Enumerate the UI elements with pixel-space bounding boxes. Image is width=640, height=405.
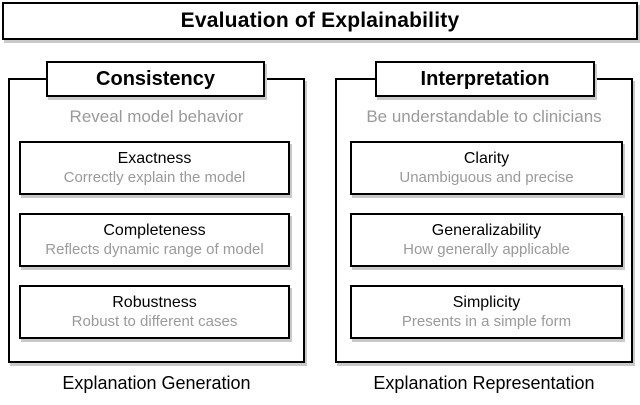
criterion-description: Reflects dynamic range of model	[45, 240, 264, 258]
criterion-box-clarity: Clarity Unambiguous and precise	[350, 141, 623, 195]
criterion-name: Exactness	[117, 150, 192, 168]
criterion-box-completeness: Completeness Reflects dynamic range of m…	[19, 213, 290, 267]
criterion-name: Simplicity	[452, 294, 521, 312]
criterion-description: Presents in a simple form	[401, 312, 572, 330]
criterion-description: How generally applicable	[403, 240, 570, 258]
criterion-box-robustness: Robustness Robust to different cases	[19, 285, 290, 339]
explanation-generation-label: Explanation Generation	[62, 373, 251, 393]
criterion-description: Correctly explain the model	[63, 168, 246, 186]
criterion-name: Clarity	[463, 150, 510, 168]
criterion-box-exactness: Exactness Correctly explain the model	[19, 141, 290, 195]
criterion-name: Completeness	[103, 222, 206, 240]
diagram-title: Evaluation of Explainability	[2, 2, 638, 40]
criterion-description: Unambiguous and precise	[399, 168, 574, 186]
criterion-box-simplicity: Simplicity Presents in a simple form	[350, 285, 623, 339]
criterion-box-generalizability: Generalizability How generally applicabl…	[350, 213, 623, 267]
interpretation-tagline: Be understandable to clinicians	[366, 107, 602, 126]
explanation-representation-label: Explanation Representation	[373, 373, 595, 393]
criterion-name: Robustness	[112, 294, 197, 312]
consistency-header: Consistency	[46, 61, 265, 97]
consistency-tagline: Reveal model behavior	[69, 107, 244, 126]
criterion-name: Generalizability	[431, 222, 542, 240]
criterion-description: Robust to different cases	[71, 312, 238, 330]
interpretation-header: Interpretation	[375, 61, 595, 97]
